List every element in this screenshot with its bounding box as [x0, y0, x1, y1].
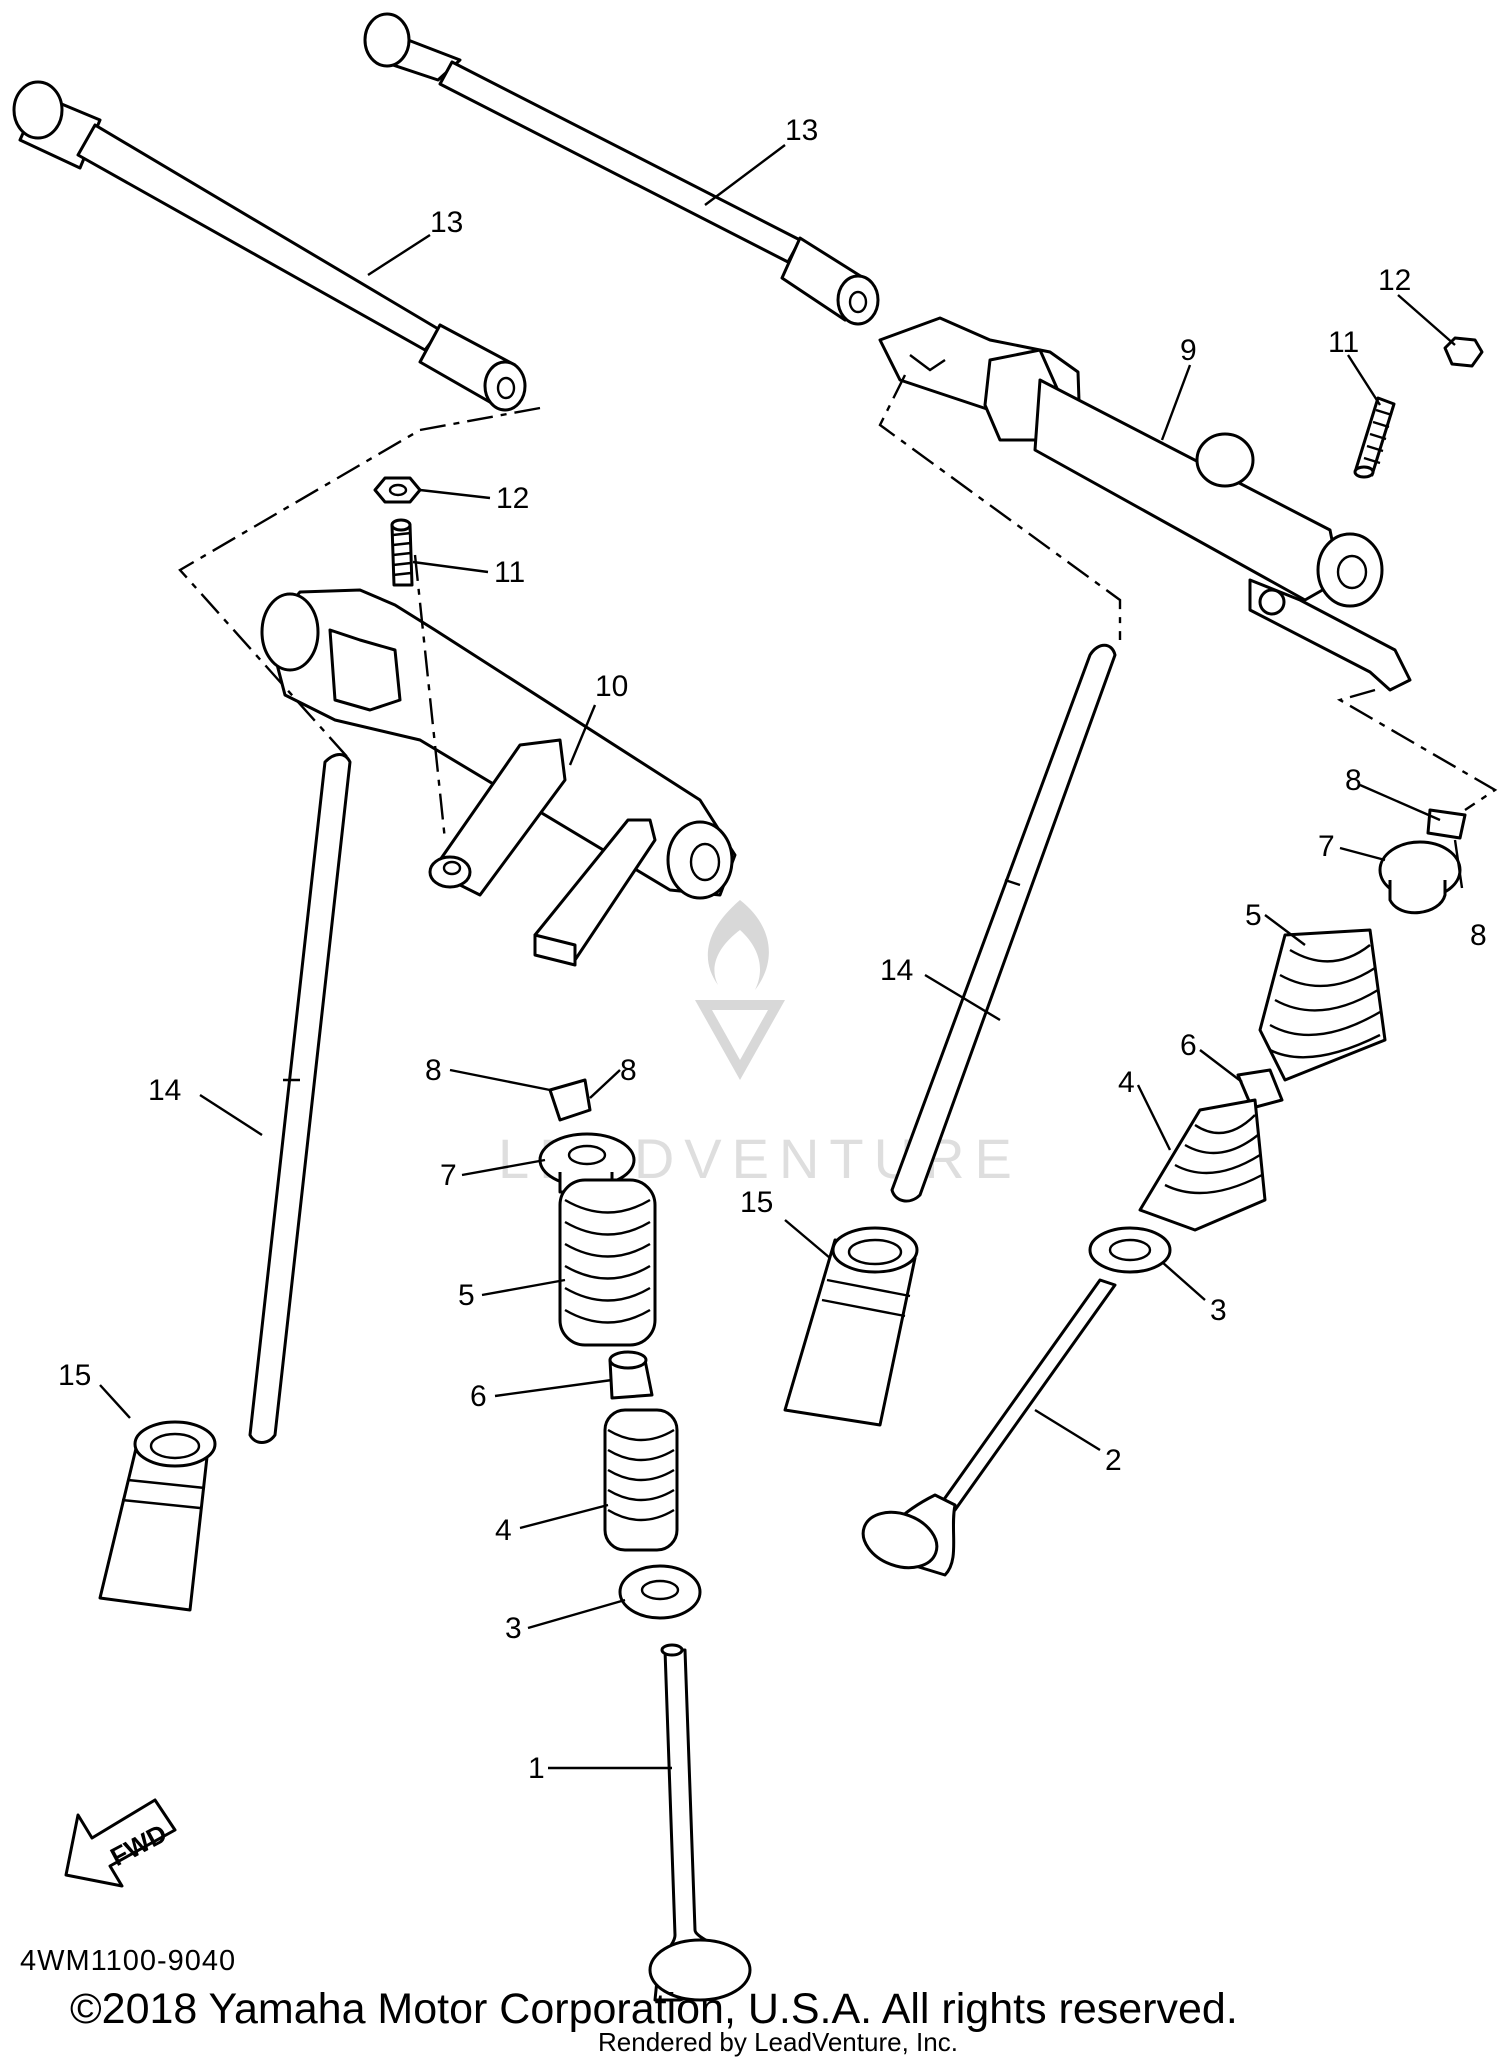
callout-12: 12 — [496, 482, 529, 515]
push-rod-14-right — [890, 643, 1117, 1203]
callout-9: 9 — [1180, 334, 1197, 367]
rocker-arm-9 — [878, 316, 1412, 692]
callout-7: 7 — [1318, 830, 1335, 863]
reference-line — [178, 406, 541, 761]
callout-14: 14 — [148, 1074, 181, 1107]
adjusting-screw-11-right — [1353, 396, 1396, 479]
locknut-12-left — [373, 476, 422, 504]
spring-seat-3-right — [1088, 1226, 1172, 1274]
intake-valve-1 — [648, 1643, 752, 2002]
callout-1: 1 — [528, 1752, 545, 1785]
callout-3: 3 — [1210, 1294, 1227, 1327]
rendered-by-credit: Rendered by LeadVenture, Inc. — [598, 2027, 958, 2057]
callout-4: 4 — [495, 1514, 512, 1547]
rocker-arm-10 — [260, 588, 737, 967]
callout-8: 8 — [1470, 919, 1487, 952]
leadventure-flame-logo-icon — [695, 900, 785, 1080]
callout-5: 5 — [458, 1279, 475, 1312]
callout-4: 4 — [1118, 1066, 1135, 1099]
callout-10: 10 — [595, 670, 628, 703]
callout-8: 8 — [620, 1054, 637, 1087]
valve-cotter-8-left — [548, 1078, 592, 1122]
callout-15: 15 — [58, 1359, 91, 1392]
push-rod-13-upper — [363, 12, 880, 326]
copyright-notice: ©2018 Yamaha Motor Corporation, U.S.A. A… — [70, 1985, 1238, 2033]
reference-line — [1336, 688, 1498, 811]
tappet-15-right — [783, 1226, 919, 1427]
callout-2: 2 — [1105, 1444, 1122, 1477]
callout-5: 5 — [1245, 899, 1262, 932]
seal-6-right — [1236, 1068, 1284, 1110]
callout-12: 12 — [1378, 264, 1411, 297]
callout-11: 11 — [494, 556, 525, 589]
outer-spring-5-left — [558, 1178, 657, 1347]
inner-spring-4-right — [1138, 1098, 1267, 1232]
spring-retainer-7-right — [1378, 840, 1462, 915]
callout-15: 15 — [740, 1186, 773, 1219]
fwd-arrow-icon: FWD — [64, 1798, 177, 1888]
push-rod-13-lower — [12, 80, 527, 412]
outer-spring-5-right — [1258, 928, 1387, 1082]
exhaust-valve-2 — [861, 1278, 1117, 1577]
callout-8: 8 — [1345, 764, 1362, 797]
callout-8: 8 — [425, 1054, 442, 1087]
callout-7: 7 — [440, 1159, 457, 1192]
callout-6: 6 — [470, 1380, 487, 1413]
adjusting-screw-11-left — [390, 518, 414, 587]
callout-13: 13 — [785, 114, 818, 147]
inner-spring-4-left — [603, 1408, 679, 1552]
diagram-code: 4WM1100-9040 — [20, 1945, 237, 1977]
callout-leaders — [99, 144, 1464, 1770]
tappet-15-left — [98, 1420, 217, 1612]
reference-line — [878, 374, 1122, 640]
callout-11: 11 — [1328, 326, 1359, 359]
push-rod-14-left — [248, 753, 352, 1444]
callout-3: 3 — [505, 1612, 522, 1645]
seal-6-left — [608, 1350, 654, 1400]
callout-14: 14 — [880, 954, 913, 987]
valve-cotter-8-right — [1426, 808, 1467, 840]
callout-13: 13 — [430, 206, 463, 239]
callout-6: 6 — [1180, 1029, 1197, 1062]
spring-seat-3-left — [618, 1564, 702, 1620]
